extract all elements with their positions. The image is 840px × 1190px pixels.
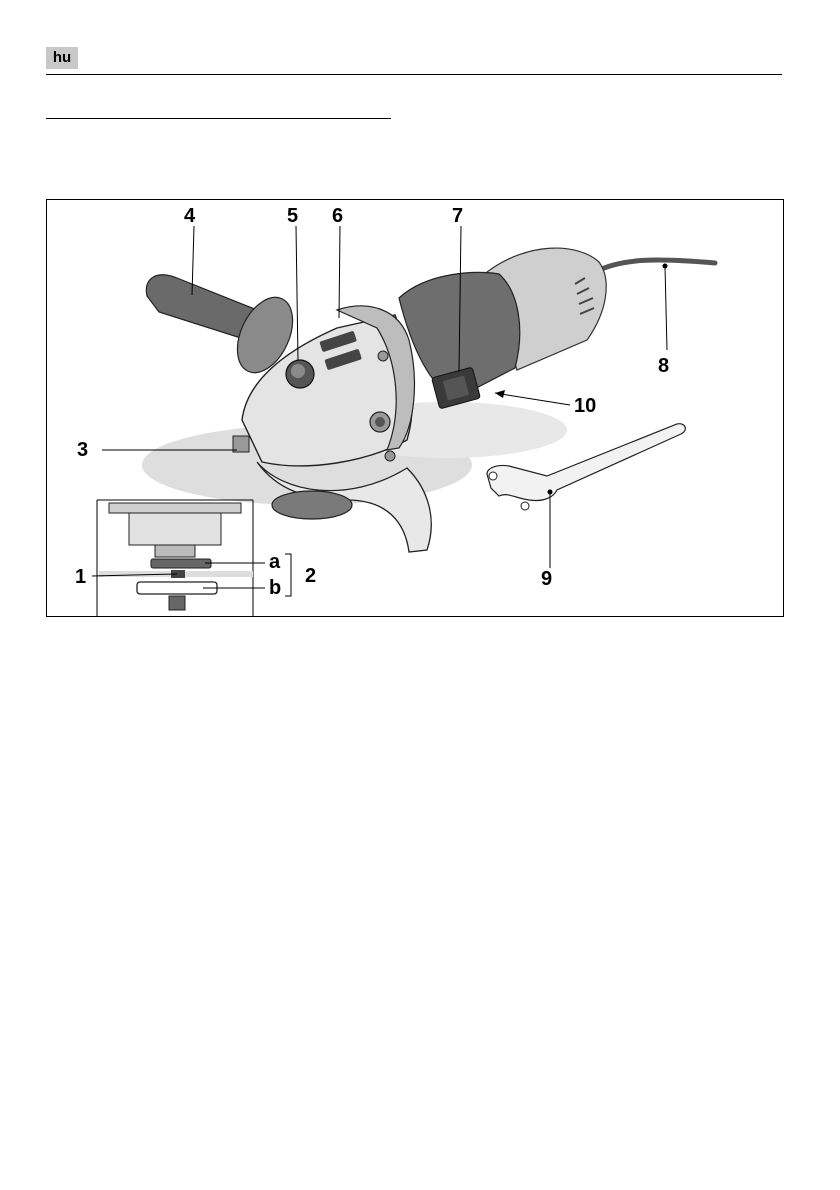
callout-5: 5 — [287, 206, 298, 226]
leader-dot-8 — [663, 264, 668, 269]
leader-dot-9 — [548, 490, 553, 495]
arrow-10 — [495, 390, 505, 398]
inset-mounting-flange-a — [151, 559, 211, 568]
callout-8: 8 — [658, 356, 669, 376]
callout-7: 7 — [452, 206, 463, 226]
section-heading-rule — [46, 118, 391, 119]
callout-1: 1 — [75, 567, 86, 587]
inset-top-plate — [109, 503, 241, 513]
spanner-pin-2 — [521, 502, 529, 510]
inset-spindle-shaft — [155, 545, 195, 557]
callout-9: 9 — [541, 569, 552, 589]
grinder-illustration — [47, 200, 784, 617]
callout-3: 3 — [77, 440, 88, 460]
flange-detail-inset — [97, 500, 253, 617]
inset-bolt — [169, 596, 185, 610]
screw-1 — [378, 351, 388, 361]
callout-4: 4 — [184, 206, 195, 226]
power-cord — [595, 260, 715, 272]
inset-spindle-body — [129, 513, 221, 545]
mounting-flange — [272, 491, 352, 519]
screw-2 — [385, 451, 395, 461]
header-rule — [46, 74, 782, 75]
spanner-pin-1 — [489, 472, 497, 480]
callout-a: a — [269, 552, 280, 572]
callout-2: 2 — [305, 566, 316, 586]
callout-6: 6 — [332, 206, 343, 226]
callout-10: 10 — [574, 396, 596, 416]
angle-grinder-figure: 4 5 6 7 8 10 3 9 1 a b 2 — [46, 199, 784, 617]
side-handle-thread-inner — [375, 417, 385, 427]
language-badge: hu — [46, 47, 78, 69]
spindle-lock-button-top — [291, 364, 305, 378]
callout-b: b — [269, 578, 281, 598]
